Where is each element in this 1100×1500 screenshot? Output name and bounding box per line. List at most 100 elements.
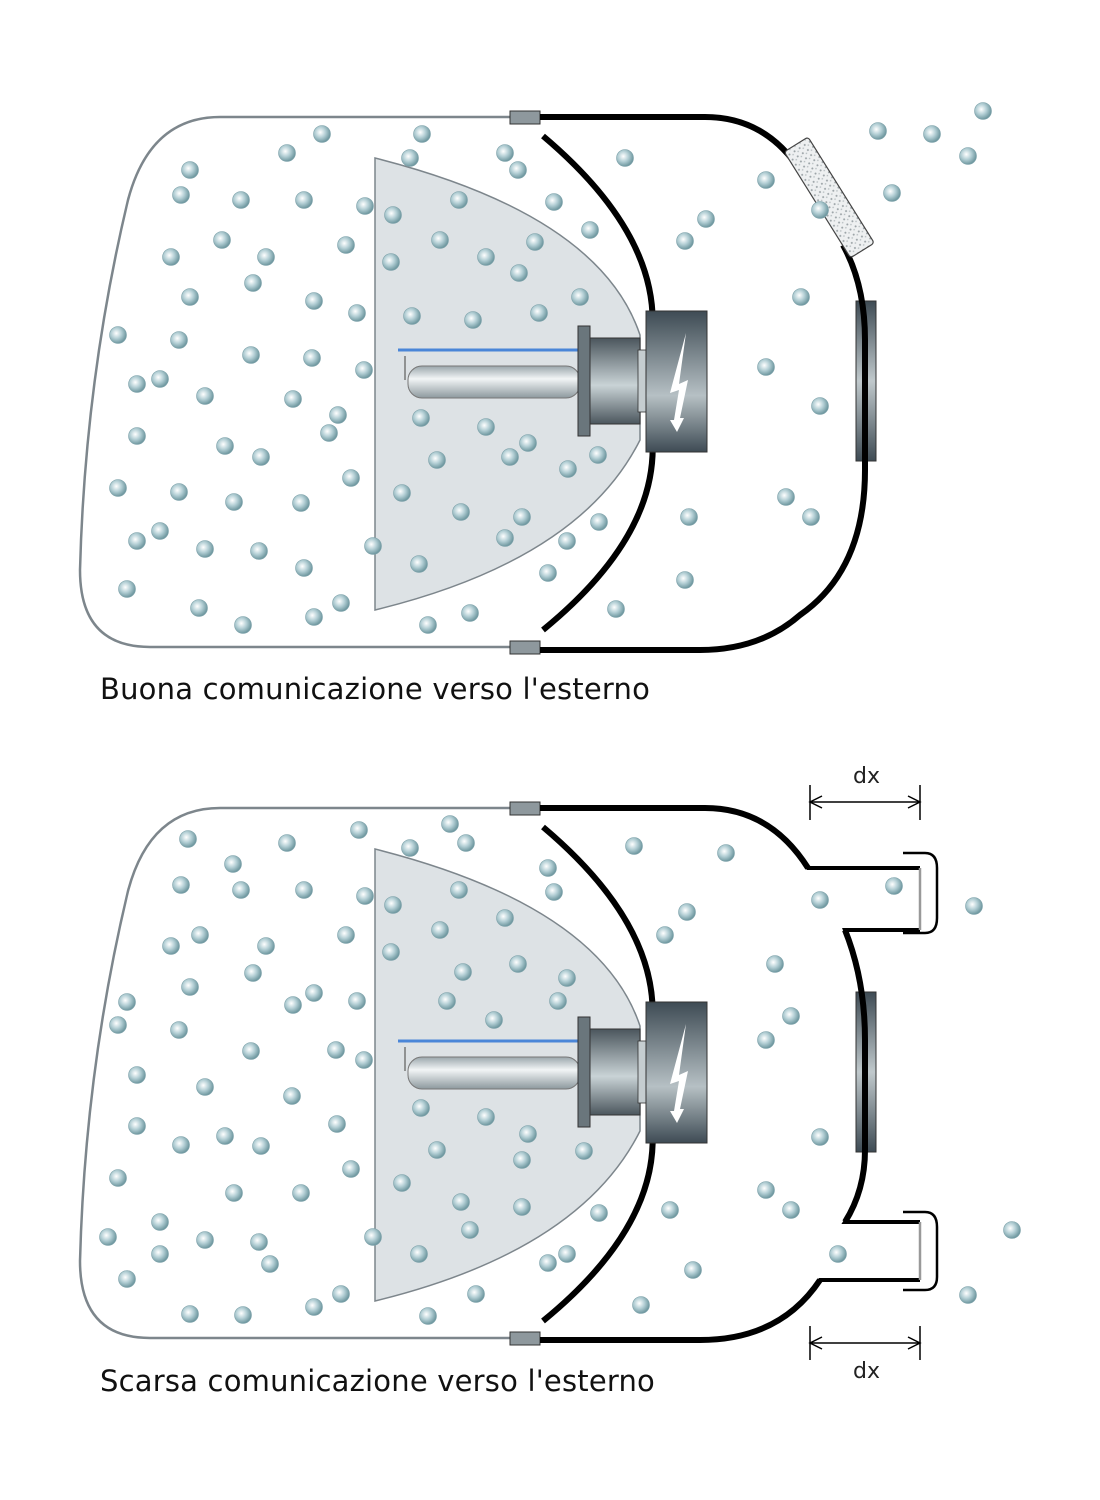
particle: [1003, 1221, 1021, 1239]
particle: [261, 1255, 279, 1273]
particle: [431, 231, 449, 249]
particle: [355, 361, 373, 379]
particle: [811, 891, 829, 909]
particle: [676, 232, 694, 250]
particle: [419, 616, 437, 634]
particle: [477, 418, 495, 436]
particle: [328, 1115, 346, 1133]
particle: [509, 161, 527, 179]
particle: [923, 125, 941, 143]
particle: [558, 1245, 576, 1263]
particle: [545, 193, 563, 211]
particle: [869, 122, 887, 140]
particle: [342, 1160, 360, 1178]
particle: [539, 1254, 557, 1272]
particle: [128, 532, 146, 550]
particle: [965, 897, 983, 915]
particle: [590, 1204, 608, 1222]
particle: [519, 1125, 537, 1143]
particle: [250, 542, 268, 560]
particle: [454, 963, 472, 981]
particle: [959, 147, 977, 165]
particle: [109, 326, 127, 344]
particle: [284, 390, 302, 408]
particle: [829, 1245, 847, 1263]
particle: [190, 599, 208, 617]
particle: [513, 1151, 531, 1169]
particle: [757, 1031, 775, 1049]
particle: [181, 978, 199, 996]
particle: [350, 821, 368, 839]
particle: [151, 1213, 169, 1231]
particle: [441, 815, 459, 833]
particle: [355, 1051, 373, 1069]
particle: [559, 460, 577, 478]
particle: [196, 1231, 214, 1249]
particle: [252, 1137, 270, 1155]
particle: [412, 1099, 430, 1117]
particle: [234, 1306, 252, 1324]
particle: [513, 508, 531, 526]
particle: [393, 1174, 411, 1192]
particle: [589, 446, 607, 464]
particle: [172, 186, 190, 204]
particle: [216, 437, 234, 455]
particle: [295, 191, 313, 209]
particle: [717, 844, 735, 862]
particle: [384, 896, 402, 914]
particle: [616, 149, 634, 167]
particle: [558, 969, 576, 987]
particle: [766, 955, 784, 973]
particle: [539, 859, 557, 877]
particle: [356, 197, 374, 215]
particle: [782, 1007, 800, 1025]
particle: [410, 1245, 428, 1263]
particle: [558, 532, 576, 550]
particle: [697, 210, 715, 228]
particle: [181, 161, 199, 179]
particle: [450, 191, 468, 209]
particle: [485, 1011, 503, 1029]
caption-good: Buona comunicazione verso l'esterno: [100, 672, 651, 706]
particle: [283, 1087, 301, 1105]
particle: [428, 451, 446, 469]
particle: [885, 877, 903, 895]
particle: [278, 834, 296, 852]
particle: [295, 559, 313, 577]
particle: [313, 125, 331, 143]
particle: [519, 434, 537, 452]
particle: [128, 427, 146, 445]
particle: [278, 144, 296, 162]
particle: [461, 1221, 479, 1239]
particle: [213, 231, 231, 249]
particle: [680, 508, 698, 526]
particle: [413, 125, 431, 143]
particle: [242, 346, 260, 364]
particle: [172, 1136, 190, 1154]
caption-poor: Scarsa comunicazione verso l'esterno: [100, 1364, 655, 1398]
particle: [225, 1184, 243, 1202]
particle: [332, 594, 350, 612]
particle: [477, 248, 495, 266]
particle: [656, 926, 674, 944]
particle: [513, 1198, 531, 1216]
particle: [464, 311, 482, 329]
tube-cap-bottom: [903, 1210, 939, 1292]
particle: [118, 580, 136, 598]
particle: [625, 837, 643, 855]
particle: [234, 616, 252, 634]
particle: [172, 876, 190, 894]
particle: [348, 304, 366, 322]
particle: [242, 1042, 260, 1060]
particle: [530, 304, 548, 322]
particle: [364, 537, 382, 555]
particle: [811, 1128, 829, 1146]
particle: [477, 1108, 495, 1126]
particles: [109, 102, 992, 634]
particle: [501, 448, 519, 466]
particle: [661, 1201, 679, 1219]
particle: [128, 1066, 146, 1084]
particle: [179, 830, 197, 848]
particle: [305, 984, 323, 1002]
